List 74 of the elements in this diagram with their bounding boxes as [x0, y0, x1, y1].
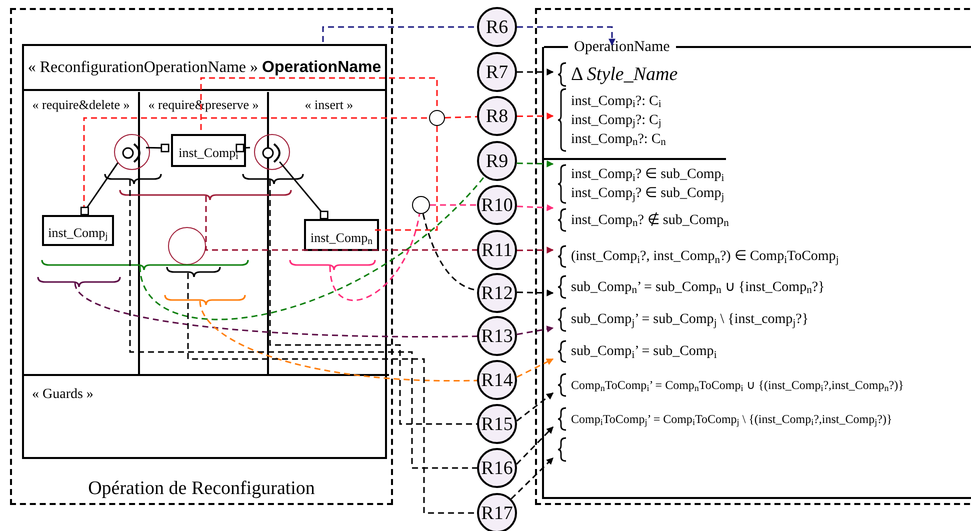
- brace: [289, 260, 376, 270]
- highlight-ellipse: [168, 227, 206, 265]
- brace: [41, 260, 249, 270]
- connector-line: [430, 204, 477, 206]
- rule-label: R7: [486, 62, 508, 82]
- predicate-text: inst_Comp$_{i}$? ∈ sub_Comp$_{i}$: [571, 166, 724, 184]
- connector-line: [269, 180, 477, 425]
- connector-line: [139, 176, 485, 320]
- arrow: [510, 457, 554, 500]
- rule-label: R8: [486, 106, 508, 126]
- stereotype-label: « require&preserve »: [148, 96, 259, 114]
- brace: [37, 277, 121, 287]
- connector-line: [200, 77, 438, 130]
- frame-title: Opération de Reconfiguration: [88, 478, 315, 500]
- arrow: [516, 326, 554, 336]
- brace: [104, 174, 162, 184]
- component-name: inst_Comp$_{j}$: [48, 226, 108, 239]
- predicate-text: (inst_Comp$_{i}$?, inst_Comp$_{n}$?) ∈ Comp$_{i}$ToComp$_{j}$: [571, 248, 839, 266]
- predicate-text: sub_Comp$_{i}$’ = sub_Comp$_{i}$: [571, 343, 717, 361]
- component-box: [171, 134, 246, 167]
- rule-label: R13: [481, 326, 513, 346]
- arrow: [517, 112, 554, 120]
- connector-line: [199, 300, 477, 382]
- component-box: [42, 215, 114, 246]
- component-name: inst_Comp$_{i}$: [178, 146, 238, 159]
- predicate-text: inst_Comp$_{j}$? ∈ sub_Comp$_{j}$: [571, 185, 724, 203]
- predicate-text: sub_Comp$_{n}$’ = sub_Comp$_{n}$ ∪ {inst_Comp$_{n}$?}: [571, 278, 825, 296]
- brace: [164, 295, 246, 305]
- compartment: [138, 92, 269, 374]
- rule-label: R16: [481, 458, 513, 478]
- operation-heading: « ReconfigurationOperationName » OperationName: [28, 58, 382, 78]
- rule-label: R9: [486, 152, 508, 170]
- rule-label: R15: [481, 414, 513, 434]
- component-name: inst_Comp$_{n}$: [310, 230, 372, 244]
- arrow: [517, 26, 616, 46]
- component-box: [304, 219, 379, 251]
- predicate-text: inst_Comp$_{n}$?: C$_{n}$: [571, 130, 666, 148]
- connector-line: [74, 282, 477, 338]
- predicate-text: inst_Comp$_{n}$? ∉ sub_Comp$_{n}$: [571, 211, 729, 230]
- arrow: [516, 289, 554, 296]
- rule-label: R6: [486, 18, 508, 36]
- connector-line: [375, 126, 438, 231]
- brace: [242, 174, 304, 184]
- rule-label: R17: [481, 504, 513, 522]
- dashed-frame: [10, 8, 393, 505]
- brace: [119, 190, 292, 200]
- stereotype-label: « Guards »: [32, 387, 94, 402]
- arrow: [516, 358, 554, 378]
- connector-line: [444, 116, 478, 118]
- predicate-text: Δ Style_Name: [571, 64, 678, 86]
- connector-line: [129, 180, 477, 469]
- rule-label: R10: [481, 196, 513, 214]
- predicate-text: sub_Comp$_{j}$’ = sub_Comp$_{j}$ \ {inst_comp$_{j}$?}: [571, 311, 809, 329]
- arrow: [516, 204, 554, 212]
- predicate-text: inst_Comp$_{j}$?: C$_{j}$: [571, 112, 662, 130]
- arrow: [516, 392, 554, 422]
- connector-line: [187, 273, 477, 514]
- brace: [166, 267, 221, 277]
- predicate-text: Comp$_{i}$ToComp$_{j}$’ = Comp$_{i}$ToComp$_{j}$ \ {(inst_Comp$_{i}$?,inst_Comp$_{j}$?)}: [571, 410, 892, 428]
- predicate-text: Comp$_{n}$ToComp$_{i}$’ = Comp$_{n}$ToComp$_{i}$ ∪ {(inst_Comp$_{i}$?,inst_Comp$_{n}$?)}: [571, 376, 904, 394]
- arrow: [516, 426, 554, 465]
- arrow: [517, 68, 554, 76]
- connector-line: [205, 196, 477, 251]
- connector-line: [329, 214, 420, 301]
- connector-line: [322, 26, 477, 42]
- operation-box: [22, 44, 387, 459]
- stereotype-label: « require&delete »: [32, 96, 130, 114]
- arrow: [517, 246, 554, 254]
- rule-label: R14: [481, 370, 513, 390]
- predicate-text: inst_Comp$_{i}$?: C$_{i}$: [571, 92, 662, 110]
- rule-label: R12: [481, 284, 513, 302]
- rule-label: R11: [482, 240, 512, 260]
- stereotype-label: « insert »: [304, 96, 354, 114]
- arrow: [516, 160, 554, 168]
